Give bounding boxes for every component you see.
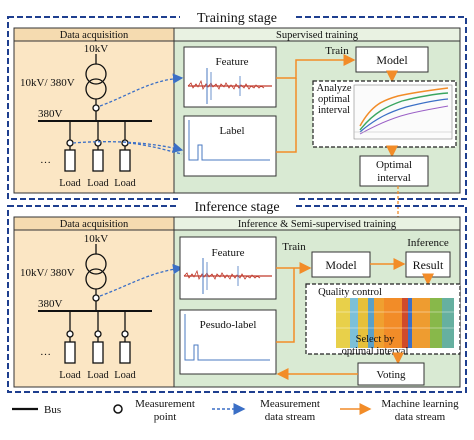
inference-quality-control-label: Quality control bbox=[318, 287, 382, 298]
inference-train-label: Train bbox=[282, 241, 306, 253]
training-optimal-line-2: interval bbox=[377, 172, 411, 184]
training-analyze-line-2: optimal bbox=[318, 94, 350, 105]
training-lv-label: 380V bbox=[38, 108, 63, 120]
inference-quality-heatmap bbox=[336, 298, 454, 348]
inference-pseudo-label-signal bbox=[184, 314, 270, 361]
training-load-label-1: Load bbox=[59, 178, 81, 189]
training-measurement-stream-label-1 bbox=[72, 141, 184, 153]
inference-result-label: Result bbox=[413, 258, 444, 272]
training-label-signal bbox=[188, 120, 270, 161]
training-train-label: Train bbox=[325, 45, 349, 57]
training-hv-label: 10kV bbox=[84, 43, 109, 55]
inference-load-label-2: Load bbox=[87, 370, 109, 381]
training-label-box bbox=[183, 115, 277, 177]
training-model-box bbox=[355, 46, 429, 73]
inference-result-box bbox=[405, 251, 451, 278]
legend-measurement-stream-line-1: Measurement bbox=[260, 398, 320, 410]
inference-measurement-point-transformer bbox=[92, 294, 100, 302]
inference-stage-title: Inference stage bbox=[194, 200, 279, 215]
inference-measurement-stream-feature bbox=[99, 263, 184, 297]
training-train-arrow bbox=[276, 54, 356, 79]
inference-select-line-2: optimal interval bbox=[342, 346, 409, 357]
training-ellipsis: … bbox=[40, 154, 51, 166]
inference-acquisition-header: Data acquisition bbox=[60, 219, 129, 230]
inference-load-label-3: Load bbox=[114, 370, 136, 381]
inference-pseudo-label-title: Pesudo-label bbox=[200, 319, 257, 331]
legend: Bus Measurement point Measurement data s… bbox=[12, 398, 459, 423]
inference-voting-label: Voting bbox=[376, 369, 406, 381]
training-measurement-stream-label-2 bbox=[127, 142, 183, 155]
inference-feeders bbox=[64, 311, 131, 364]
training-feature-title: Feature bbox=[216, 56, 249, 68]
training-load-label-3: Load bbox=[114, 178, 136, 189]
inference-training-header: Inference & Semi-supervised training bbox=[238, 219, 397, 230]
inference-model-label: Model bbox=[325, 258, 357, 272]
training-analyze-line-1: Analyze bbox=[317, 83, 352, 94]
legend-ml-stream-line-1: Machine learning bbox=[381, 398, 459, 410]
training-optimal-line-1: Optimal bbox=[376, 159, 412, 171]
inference-inference-label: Inference bbox=[407, 237, 449, 249]
legend-measurement-point-line-2: point bbox=[154, 411, 177, 423]
inference-load-box-1 bbox=[64, 341, 76, 364]
inference-load-label-1: Load bbox=[59, 370, 81, 381]
legend-bus-label: Bus bbox=[44, 404, 61, 416]
training-model-label: Model bbox=[376, 53, 408, 67]
training-analyze-curves bbox=[353, 84, 453, 140]
inference-ellipsis: … bbox=[40, 346, 51, 358]
training-optimal-interval-box bbox=[359, 155, 429, 187]
training-feature-signal bbox=[187, 68, 272, 104]
training-measurement-stream-feature bbox=[99, 73, 184, 107]
inference-feature-signal bbox=[183, 258, 272, 294]
inference-load-box-2 bbox=[92, 341, 104, 364]
training-load-box-2 bbox=[92, 149, 104, 172]
legend-measurement-point-line-1: Measurement bbox=[135, 398, 195, 410]
training-analyze-line-3: interval bbox=[318, 105, 350, 116]
training-label-to-train-arrow bbox=[276, 78, 297, 153]
inference-feature-box bbox=[179, 236, 277, 300]
training-feature-box bbox=[183, 46, 277, 108]
legend-measurement-stream-line-2: data stream bbox=[265, 411, 316, 423]
inference-pseudo-label-to-train-arrow bbox=[276, 268, 295, 343]
training-measurement-point-transformer bbox=[92, 104, 100, 112]
inference-load-box-3 bbox=[119, 341, 131, 364]
inference-feature-title: Feature bbox=[212, 247, 245, 259]
training-stage-title: Training stage bbox=[197, 11, 277, 26]
legend-ml-stream-line-2: data stream bbox=[395, 411, 446, 423]
training-acquisition-header: Data acquisition bbox=[60, 30, 129, 41]
training-transformer-label: 10kV/ 380V bbox=[20, 77, 75, 89]
inference-stage: Inference stage Data acquisition Inferen… bbox=[7, 196, 467, 393]
training-load-box-1 bbox=[64, 149, 76, 172]
legend-measurement-point-symbol bbox=[113, 404, 123, 414]
training-load-box-3 bbox=[119, 149, 131, 172]
inference-lv-label: 380V bbox=[38, 298, 63, 310]
training-load-label-2: Load bbox=[87, 178, 109, 189]
training-label-title: Label bbox=[219, 125, 244, 137]
inference-select-line-1: Select by bbox=[356, 334, 396, 345]
training-supervised-header: Supervised training bbox=[276, 30, 359, 41]
inference-hv-label: 10kV bbox=[84, 233, 109, 245]
inference-transformer-label: 10kV/ 380V bbox=[20, 267, 75, 279]
inference-model-box bbox=[311, 251, 371, 278]
training-stage: Training stage Data acquisition Supervis… bbox=[7, 6, 467, 200]
